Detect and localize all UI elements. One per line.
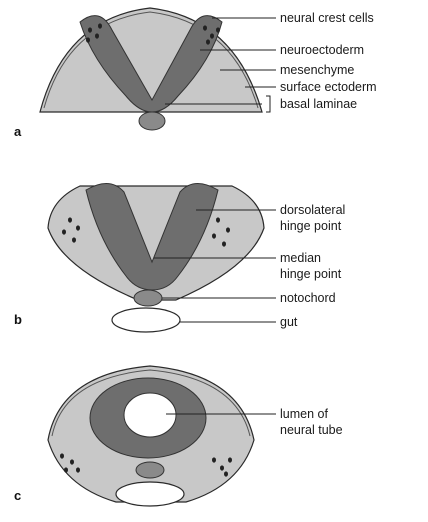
panel-a-notochord [138,111,166,131]
panel-c-letter: c [14,488,21,503]
panel-b-notochord [133,289,163,307]
label-gut: gut [280,315,298,329]
panel-a: a neural crest cells neuroectoderm mesen… [14,7,377,139]
panel-c-gut [115,481,185,507]
label-basal-laminae: basal laminae [280,97,357,111]
label-lumen-of: lumen of [280,407,328,421]
label-neuroectoderm: neuroectoderm [280,43,364,57]
panel-c-neural-crest-dots [60,453,232,477]
panel-b-neural-crest-dots [62,217,230,247]
label-notochord: notochord [280,291,336,305]
panel-c-notochord [135,461,165,479]
label-median-hinge-point: hinge point [280,267,342,281]
panel-b-neuroectoderm [85,183,219,291]
label-median: median [280,251,321,265]
label-neural-crest-cells: neural crest cells [280,11,374,25]
label-mesenchyme: mesenchyme [280,63,354,77]
label-surface-ectoderm: surface ectoderm [280,80,377,94]
panel-a-mesenchyme [39,7,263,113]
panel-a-surface-ectoderm [43,11,259,109]
panel-b: b dorsolateral hinge point median hinge … [14,183,345,333]
panel-b-gut [111,307,181,333]
panel-a-neuroectoderm [79,15,223,113]
label-neural-tube: neural tube [280,423,343,437]
panel-c-surface-ectoderm [51,369,251,437]
panel-a-letter: a [14,124,22,139]
panel-b-letter: b [14,312,22,327]
panel-c: c lumen of neural tube [14,365,343,507]
panel-c-lumen [123,392,177,438]
panel-a-neural-crest-dots [86,23,220,45]
label-dorsolateral-hinge-point: hinge point [280,219,342,233]
label-dorsolateral: dorsolateral [280,203,345,217]
